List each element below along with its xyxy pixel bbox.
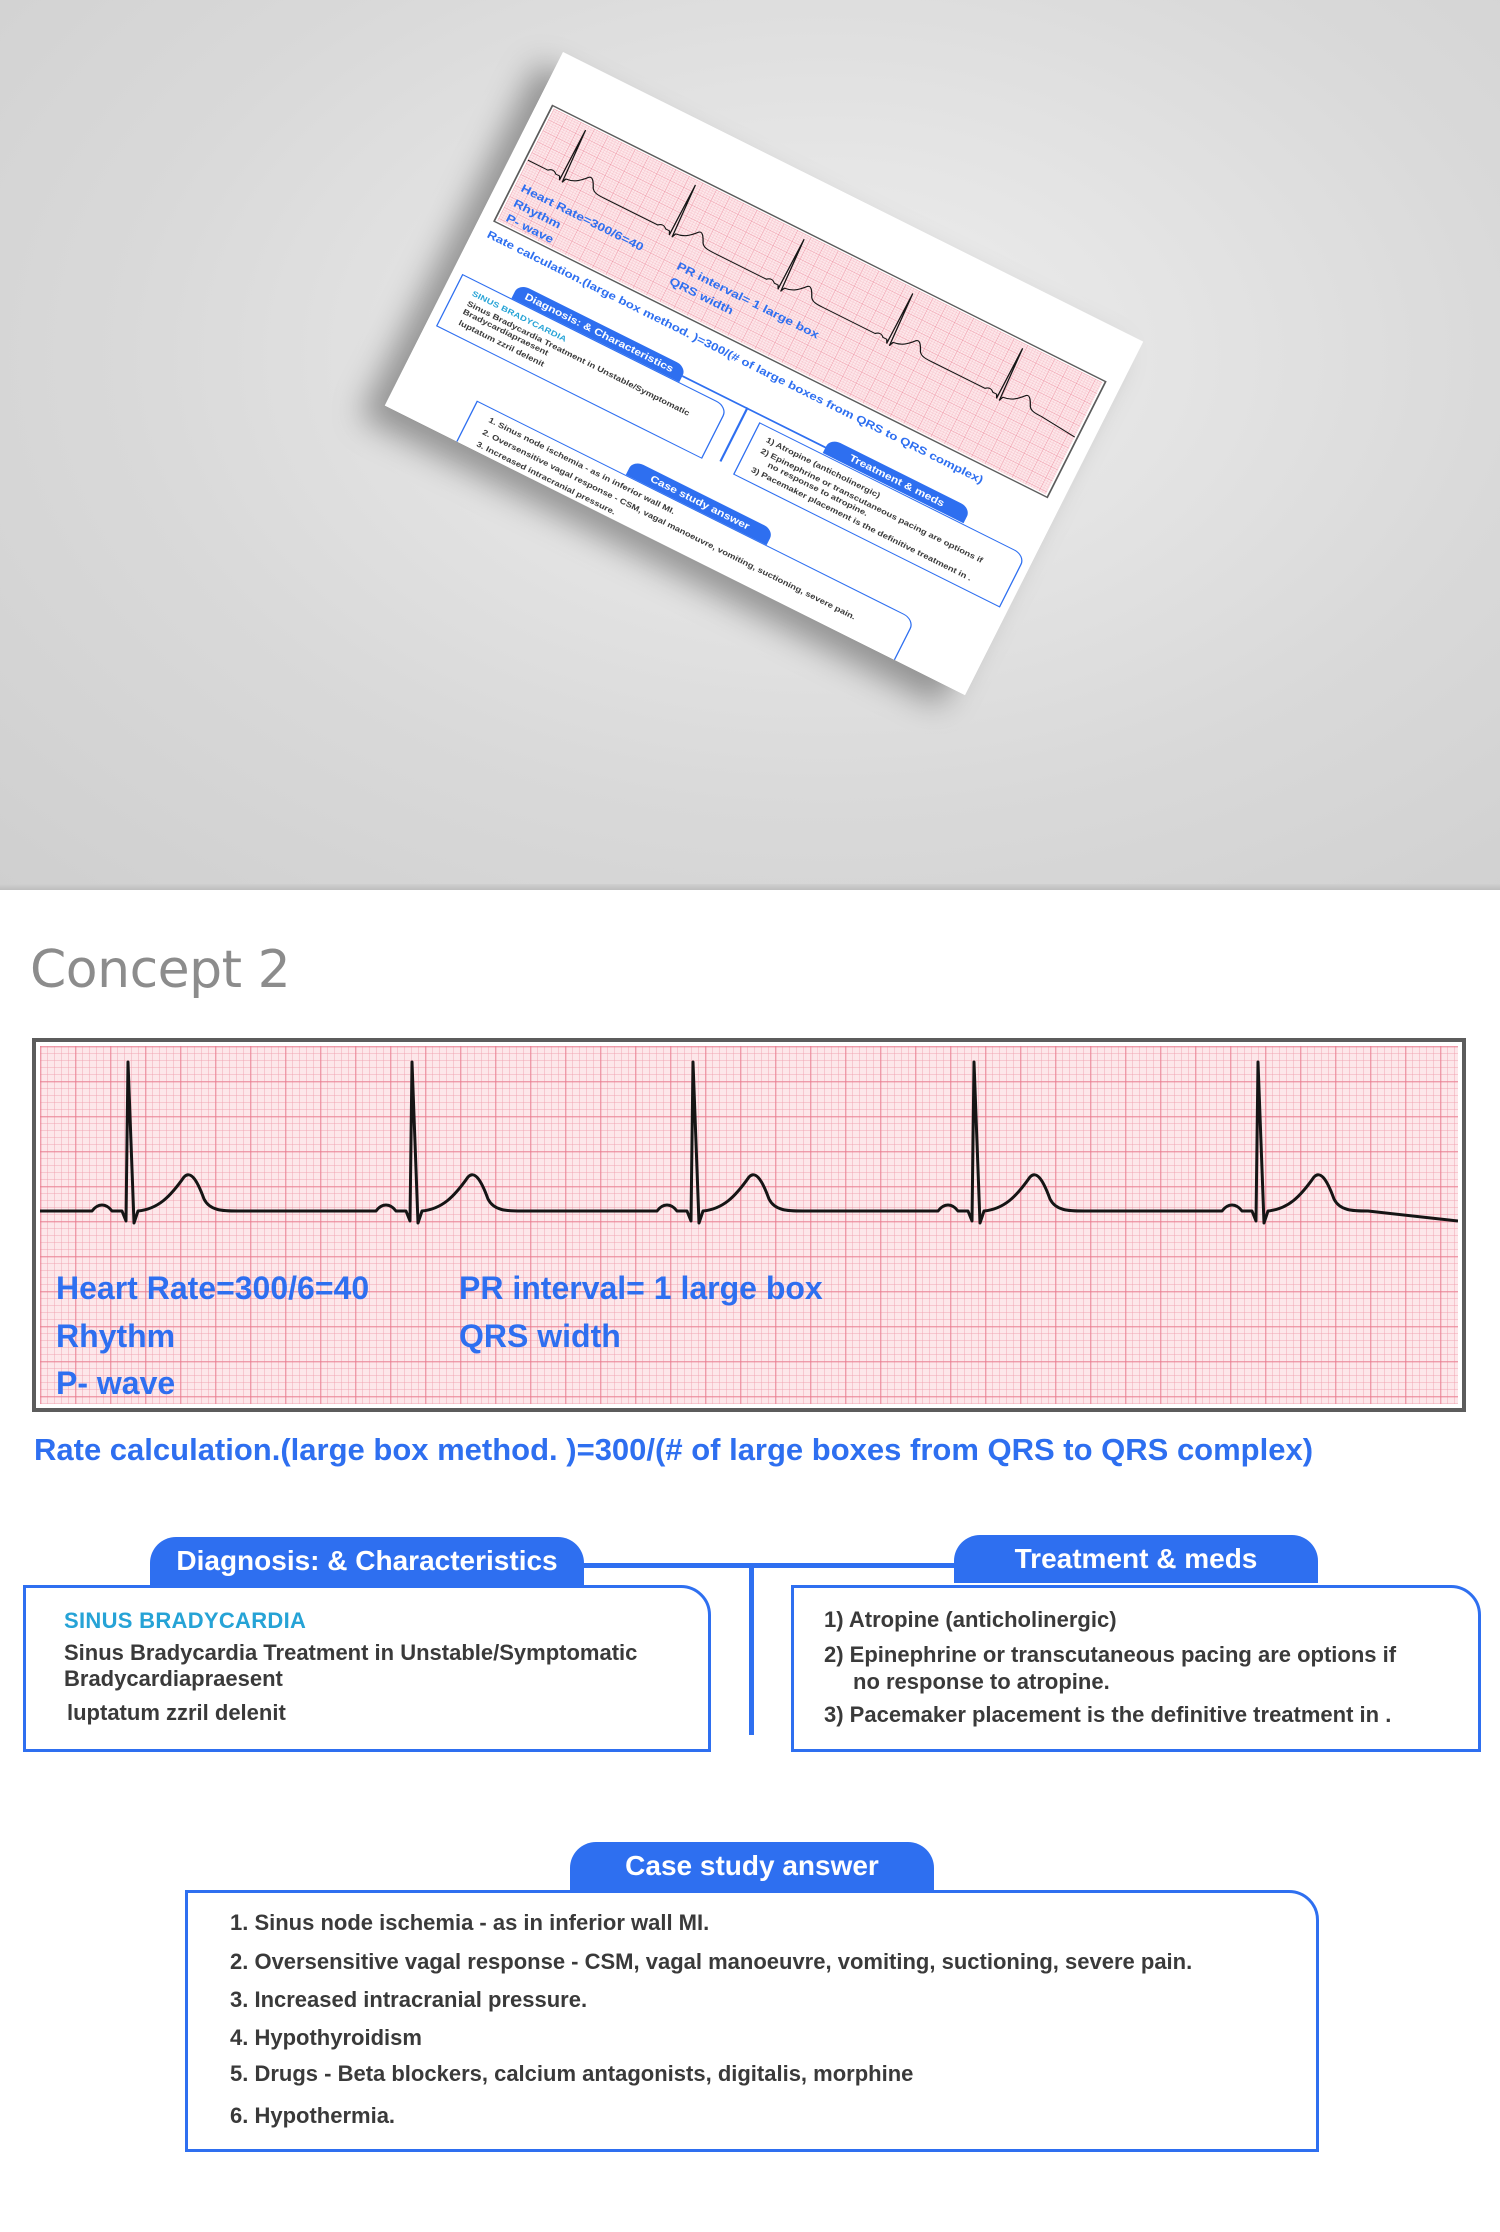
- document-mockup-photo: Concept 2 Heart Rate=300/6=40 Rhythm P- …: [0, 0, 1500, 890]
- case-study-item-3: 3. Increased intracranial pressure.: [230, 1987, 588, 2012]
- p-wave-label: P- wave: [56, 1365, 176, 1401]
- treatment-item-3: 3) Pacemaker placement is the definitive…: [824, 1702, 1392, 1727]
- diagnosis-title: SINUS BRADYCARDIA: [64, 1608, 307, 1633]
- case-study-item-6: 6. Hypothermia.: [230, 2103, 396, 2128]
- connector-horizontal: [584, 1563, 968, 1568]
- case-study-item-6: 6. Hypothermia.: [456, 475, 525, 516]
- diagnosis-line-2: Bradycardiapraesent: [64, 1666, 283, 1691]
- case-study-item-4: 4. Hypothyroidism: [230, 2025, 422, 2050]
- ecg-grid-paper: [40, 1046, 1458, 1404]
- diagnosis-line-1: Sinus Bradycardia Treatment in Unstable/…: [64, 1640, 638, 1665]
- qrs-width-label: QRS width: [459, 1318, 621, 1354]
- connector-vertical: [749, 1563, 754, 1735]
- ecg-trace: [527, 129, 1076, 438]
- treatment-heading: Treatment & meds: [954, 1535, 1318, 1583]
- case-study-item-2: 2. Oversensitive vagal response - CSM, v…: [230, 1949, 1193, 1974]
- diagnosis-heading: Diagnosis: & Characteristics: [150, 1537, 584, 1585]
- case-study-item-1: 1. Sinus node ischemia - as in inferior …: [230, 1910, 710, 1935]
- mockup-divider: [0, 884, 1500, 890]
- ecg-trace: [40, 1060, 1458, 1225]
- mockup-paper-content: Concept 2 Heart Rate=300/6=40 Rhythm P- …: [384, 52, 1144, 696]
- treatment-item-2: 2) Epinephrine or transcutaneous pacing …: [824, 1642, 1397, 1667]
- treatment-box: [791, 1585, 1481, 1752]
- pr-interval-label: PR interval= 1 large box: [459, 1270, 823, 1306]
- mockup-paper-sheet: Concept 2 Heart Rate=300/6=40 Rhythm P- …: [384, 52, 1144, 696]
- mockup-design-copy: Concept 2 Heart Rate=300/6=40 Rhythm P- …: [384, 52, 1144, 696]
- rate-calculation-text: Rate calculation.(large box method. )=30…: [34, 1432, 1314, 1467]
- treatment-item-1: 1) Atropine (anticholinergic): [824, 1607, 1117, 1632]
- ecg-strip-panel: Heart Rate=300/6=40 Rhythm P- wave PR in…: [32, 1038, 1466, 1412]
- concept-design: Concept 2 Heart Rate=300/6=40 Rhythm P- …: [0, 890, 1500, 2232]
- case-study-heading: Case study answer: [570, 1842, 934, 1890]
- page-title: Concept 2: [30, 940, 291, 1000]
- ecg-strip-panel: Heart Rate=300/6=40 Rhythm P- wave PR in…: [493, 104, 1107, 499]
- heart-rate-label: Heart Rate=300/6=40: [56, 1270, 370, 1306]
- diagnosis-box: [23, 1585, 711, 1752]
- case-study-item-5: 5. Drugs - Beta blockers, calcium antago…: [230, 2061, 914, 2086]
- treatment-item-2-cont: no response to atropine.: [853, 1669, 1110, 1694]
- diagnosis-line-3: luptatum zzril delenit: [67, 1700, 286, 1725]
- case-study-box: [185, 1890, 1319, 2152]
- rhythm-label: Rhythm: [56, 1318, 176, 1354]
